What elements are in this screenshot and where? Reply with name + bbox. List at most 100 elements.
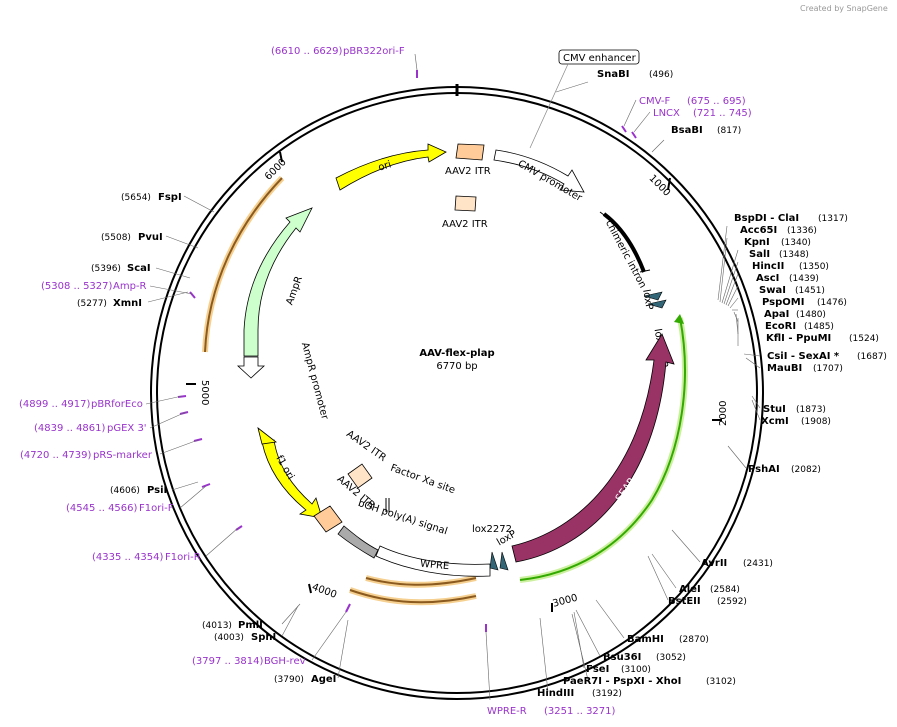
enzyme-asci-pos: (1439) xyxy=(789,274,819,284)
orange-arc-bottom2 xyxy=(349,589,477,604)
enzyme-bamhi-pos: (2870) xyxy=(679,635,709,645)
enzyme-fspi: FspI xyxy=(158,192,182,203)
primer-pbrforeco-range: (4899 .. 4917) xyxy=(19,399,91,410)
enzyme-scai-pos: (5396) xyxy=(91,264,121,274)
aav2-itr-label-2: AAV2 ITR xyxy=(442,219,488,230)
backbone-inner xyxy=(156,92,758,694)
aav2-itr-box-4[interactable] xyxy=(313,505,343,533)
primer-lncx-range: (721 .. 745) xyxy=(693,108,752,119)
ampr-feature[interactable] xyxy=(243,207,313,357)
enzyme-agei-pos: (3790) xyxy=(274,675,304,685)
enzyme-pvui-pos: (5508) xyxy=(101,233,131,243)
cmv-promoter-feature[interactable] xyxy=(493,149,585,193)
enzyme-maubi-pos: (1707) xyxy=(813,364,843,374)
primer-pgex3: pGEX 3' xyxy=(107,423,147,434)
enzyme-ecori-pos: (1485) xyxy=(804,322,834,332)
green-arc-arrowhead xyxy=(674,314,684,324)
loxp-top-feature[interactable] xyxy=(643,291,663,301)
primer-pgex3-range: (4839 .. 4861) xyxy=(34,423,106,434)
enzyme-pshai: PshAI xyxy=(748,464,780,475)
cmv-enhancer-leader xyxy=(529,63,569,149)
cmv-enhancer-label: CMV enhancer xyxy=(563,53,637,64)
enzyme-swai: SwaI xyxy=(759,285,786,296)
enzyme-bspdi-clai-pos: (1317) xyxy=(818,214,848,224)
tick-label-5000: 5000 xyxy=(199,380,210,405)
cmv-enhancer-box[interactable] xyxy=(558,49,640,65)
enzyme-pshai-pos: (2082) xyxy=(791,465,821,475)
enzyme-bsabi: BsaBI xyxy=(671,125,703,136)
enzyme-sphi-pos: (4003) xyxy=(214,633,244,643)
enzyme-acc65i-pos: (1336) xyxy=(787,226,817,236)
ampr-label: AmpR xyxy=(284,275,305,307)
lox2272-top-feature[interactable] xyxy=(647,299,667,309)
ori-feature[interactable] xyxy=(335,143,447,191)
enzyme-alei: AleI xyxy=(679,584,701,595)
aav2-itr-box-3[interactable] xyxy=(347,463,373,489)
enzyme-swai-pos: (1451) xyxy=(795,286,825,296)
plasmid-size: 6770 bp xyxy=(436,361,477,372)
enzyme-kpni: KpnI xyxy=(744,237,770,248)
enzyme-hincii: HincII xyxy=(752,261,784,272)
enzyme-stui: StuI xyxy=(763,404,786,415)
ori-label: ori xyxy=(377,159,393,173)
primer-f1ori-f: F1ori-F xyxy=(139,503,174,514)
chimeric-intron-end xyxy=(639,269,651,273)
orange-arc-left xyxy=(204,177,283,353)
tick-label-3000: 3000 xyxy=(551,593,578,610)
enzyme-pspomi: PspOMI xyxy=(762,297,804,308)
enzyme-bsteii-pos: (2592) xyxy=(717,597,747,607)
enzyme-kpni-pos: (1340) xyxy=(781,238,811,248)
snapgene-credit: Created by SnapGene xyxy=(800,4,888,13)
seap-feature[interactable] xyxy=(511,333,675,563)
aav2-itr-box-2[interactable] xyxy=(454,195,477,212)
primer-labels: CMV-F (675 .. 695) LNCX (721 .. 745) WPR… xyxy=(19,46,752,717)
tick-label-1000: 1000 xyxy=(646,173,672,199)
f1-ori-feature[interactable] xyxy=(261,439,323,519)
wpre-feature[interactable] xyxy=(375,545,491,577)
enzyme-xcmi-pos: (1908) xyxy=(801,417,831,427)
orange-arc-bottom1 xyxy=(365,577,477,586)
aav2-itr-label-1: AAV2 ITR xyxy=(445,166,491,177)
enzyme-bamhi: BamHI xyxy=(627,634,664,645)
enzyme-alei-pos: (2584) xyxy=(710,585,740,595)
enzyme-bspdi-clai: BspDI - ClaI xyxy=(734,213,799,224)
lox2272-bottom-feature[interactable] xyxy=(489,551,499,571)
tick-label-2000: 2000 xyxy=(718,401,729,426)
green-arc xyxy=(519,317,686,581)
enzyme-xmni-pos: (5277) xyxy=(77,299,107,309)
enzyme-avrii: AvrII xyxy=(701,558,727,569)
aav2-itr-label-3: AAV2 ITR xyxy=(344,429,388,464)
wpre-label: WPRE xyxy=(420,559,450,573)
primer-amp-r: Amp-R xyxy=(113,281,147,292)
chimeric-intron-feature[interactable] xyxy=(602,212,646,273)
primer-prs-marker-range: (4720 .. 4739) xyxy=(20,450,92,461)
enzyme-scai: ScaI xyxy=(127,263,151,274)
primer-pbr322ori-f-range: (6610 .. 6629) xyxy=(271,46,343,57)
primer-lncx: LNCX xyxy=(653,108,680,119)
enzyme-kfli-ppumi-pos: (1524) xyxy=(849,334,879,344)
plasmid-name: AAV-flex-plap xyxy=(419,348,494,359)
enzyme-asci: AscI xyxy=(756,273,779,284)
enzyme-agei: AgeI xyxy=(311,674,336,685)
primer-pbrforeco: pBRforEco xyxy=(91,399,143,410)
bgh-polya-label: bGH poly(A) signal xyxy=(357,498,449,537)
enzyme-pmli: PmlI xyxy=(238,620,263,631)
chimeric-intron-start xyxy=(599,211,609,219)
enzyme-pspomi-pos: (1476) xyxy=(817,298,847,308)
primer-f1ori-r-range: (4335 .. 4354) xyxy=(92,552,164,563)
loxp-bottom-feature[interactable] xyxy=(499,551,509,571)
enzymes-right: SnaBI (496) BsaBI (817) BspDI - ClaI (13… xyxy=(537,69,887,699)
aav2-itr-box-1[interactable] xyxy=(455,143,485,161)
ampr-promoter-feature[interactable] xyxy=(236,356,266,379)
enzyme-snabi-pos: (496) xyxy=(649,70,673,80)
enzyme-psii-pos: (4606) xyxy=(110,486,140,496)
enzyme-stui-pos: (1873) xyxy=(796,405,826,415)
enzyme-hindiii: HindIII xyxy=(537,688,574,699)
enzyme-avrii-pos: (2431) xyxy=(743,559,773,569)
bgh-polya-feature[interactable] xyxy=(337,525,379,559)
lox2272-bottom-label: lox2272 xyxy=(472,524,512,535)
enzyme-paer7i-pspxi-xhoi-pos: (3102) xyxy=(706,677,736,687)
enzyme-sali: SalI xyxy=(749,249,770,260)
enzyme-fspi-pos: (5654) xyxy=(121,193,151,203)
